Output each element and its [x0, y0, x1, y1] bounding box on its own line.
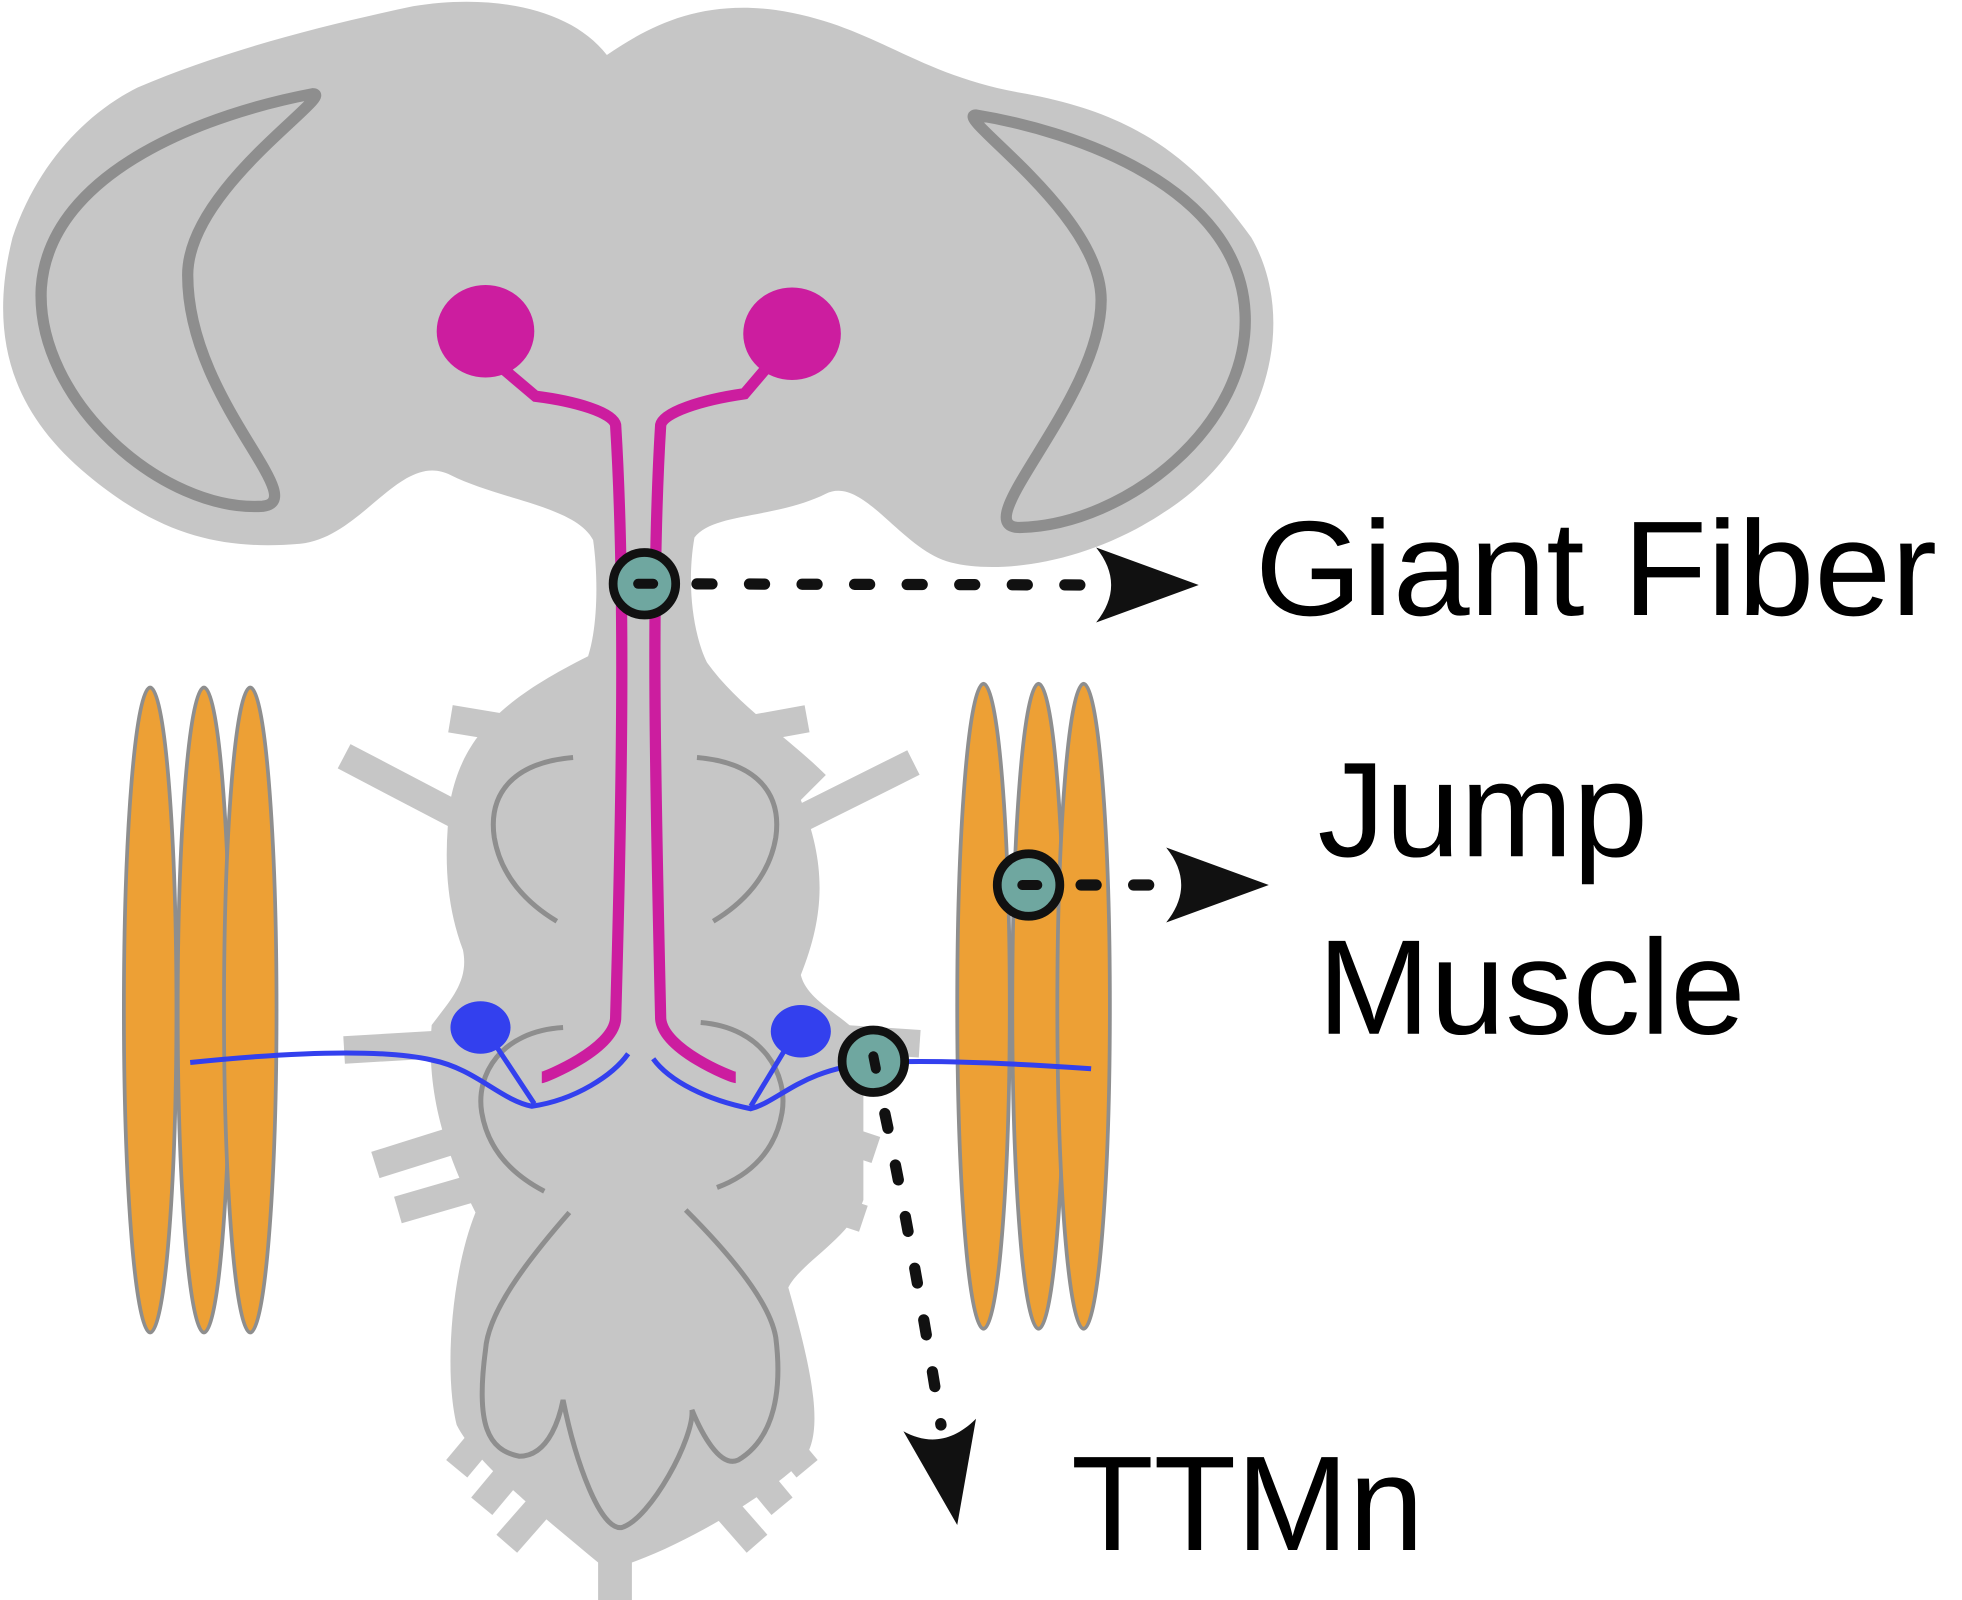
- nerve-branches: [337, 705, 921, 1553]
- giant-fiber-soma-right: [743, 287, 841, 380]
- jump-muscle-left: [121, 685, 279, 1335]
- arrowhead-jump-muscle: [1166, 847, 1269, 923]
- right-optic-lobe-outline: [967, 109, 1251, 534]
- giant-fiber-soma-left: [436, 285, 535, 378]
- ganglion-outlines: [478, 755, 786, 1531]
- ttmn-soma-left: [450, 1001, 511, 1054]
- label-ttmn: TTMn: [1071, 1428, 1424, 1579]
- arrowhead-giant-fiber: [1096, 547, 1199, 623]
- label-giant-fiber: Giant Fiber: [1255, 493, 1937, 644]
- brain: [3, 1, 1274, 1600]
- giant-fiber-neurons: [499, 364, 771, 1084]
- jump-muscle-right: [955, 681, 1112, 1331]
- electrode-marks: [633, 578, 1043, 1074]
- ttmn-soma-right: [770, 1005, 831, 1058]
- label-muscle: Muscle: [1318, 912, 1746, 1063]
- arrowhead-ttmn: [903, 1418, 976, 1525]
- label-jump: Jump: [1318, 734, 1648, 885]
- left-optic-lobe-outline: [35, 88, 322, 512]
